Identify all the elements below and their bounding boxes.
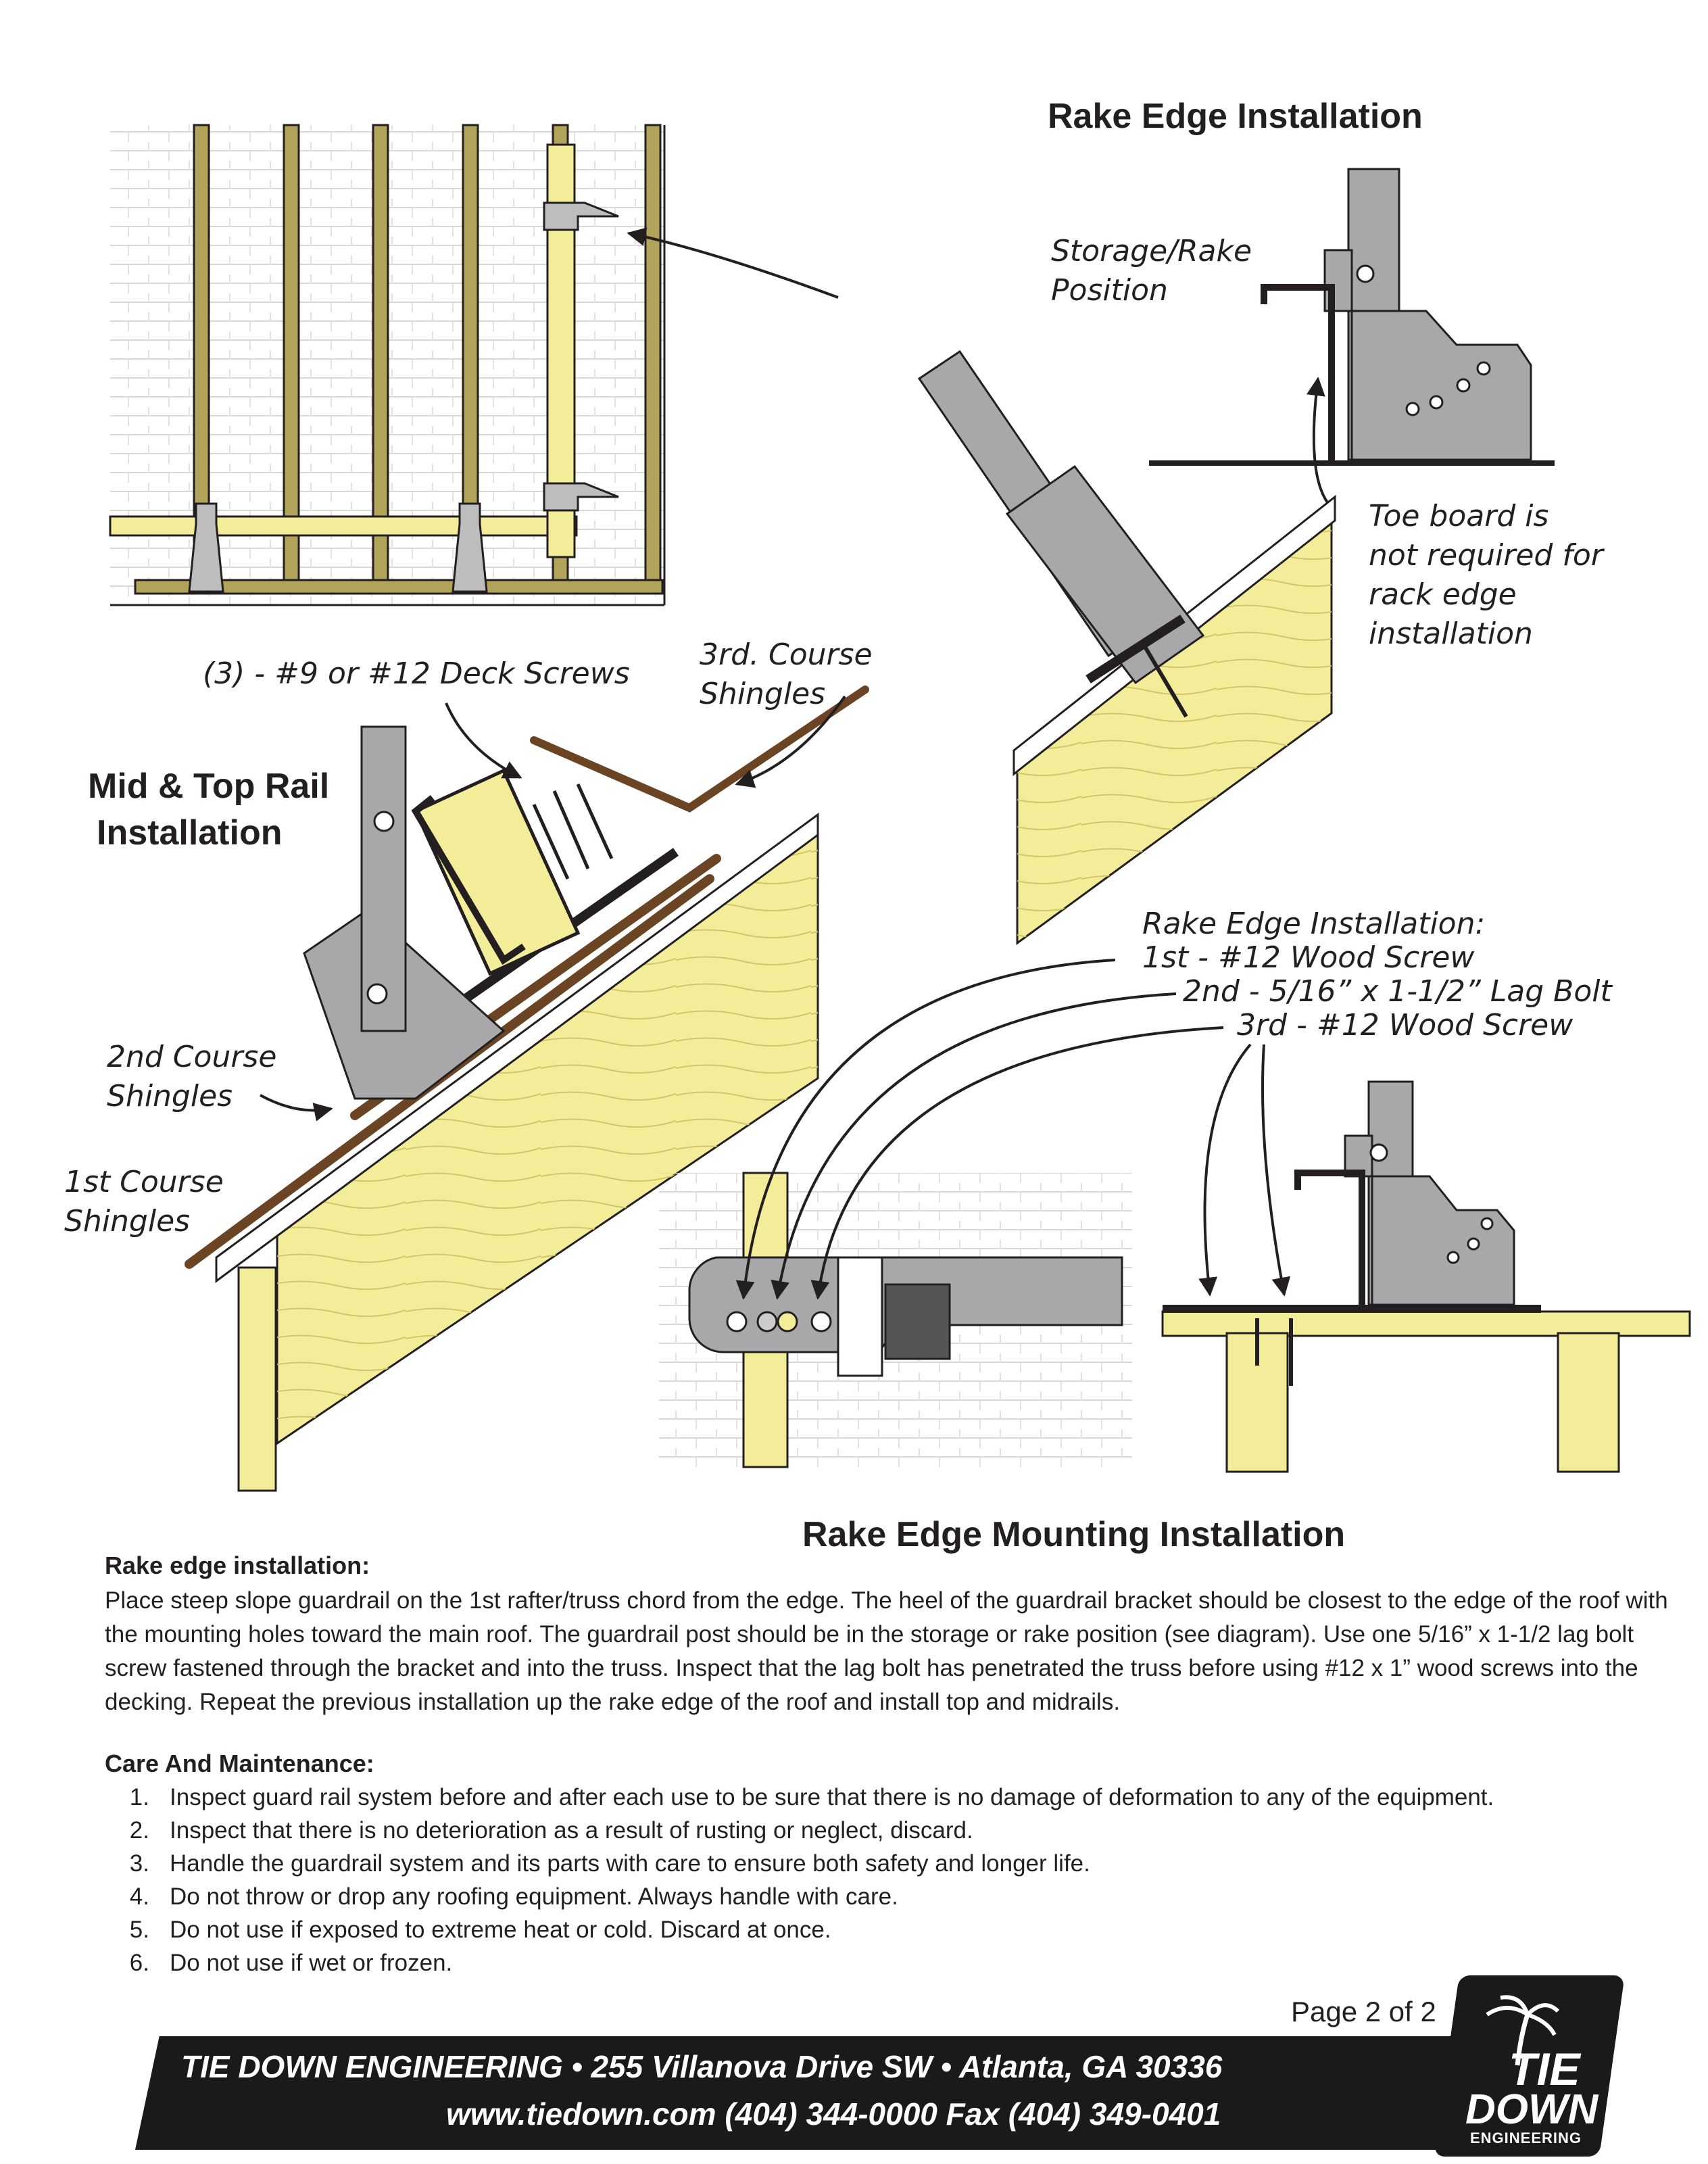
rake-edge-section-title: Rake edge installation:: [105, 1552, 370, 1579]
storage-rake-callout: Storage/Rake Position: [1051, 234, 1252, 308]
footer-contact: www.tiedown.com (404) 344-0000 Fax (404)…: [446, 2096, 1221, 2132]
illustration-layer: [109, 124, 1691, 1492]
palm-tree-icon: [1486, 1995, 1560, 2066]
logo-text-down: DOWN: [1465, 2086, 1599, 2133]
rake-edge-side-diagram: [1161, 1043, 1691, 1473]
rake-steps-title: Rake Edge Installation:: [1142, 907, 1486, 941]
care-list-item: 3.Handle the guardrail system and its pa…: [129, 1850, 1090, 1877]
rake-step-3: 3rd - #12 Wood Screw: [1237, 1008, 1573, 1042]
toe-board-callout: Toe board is not required for rack edge …: [1369, 499, 1603, 651]
rake-edge-heading: Rake Edge Installation: [1048, 97, 1423, 136]
logo-text-tie: TIE: [1509, 2044, 1580, 2095]
rake-edge-mounting-heading: Rake Edge Mounting Installation: [802, 1515, 1346, 1554]
care-section-title: Care And Maintenance:: [105, 1750, 374, 1777]
mid-top-rail-heading-line2: Installation: [97, 813, 283, 852]
third-course-callout: 3rd. Course Shingles: [700, 638, 873, 711]
care-section: Care And Maintenance: 1.Inspect guard ra…: [105, 1750, 1680, 1979]
second-course-callout: 2nd Course Shingles: [107, 1040, 277, 1113]
mid-top-rail-diagram: [185, 686, 869, 1492]
care-list-item: 5.Do not use if exposed to extreme heat …: [129, 1917, 831, 1943]
care-list-item: 6.Do not use if wet or frozen.: [129, 1950, 453, 1976]
rake-step-1: 1st - #12 Wood Screw: [1142, 940, 1475, 975]
care-list-item: 2.Inspect that there is no deterioration…: [129, 1817, 973, 1844]
care-list-item: 1.Inspect guard rail system before and a…: [129, 1784, 1494, 1810]
care-list: 1.Inspect guard rail system before and a…: [105, 1781, 1680, 1979]
deck-screws-callout: (3) - #9 or #12 Deck Screws: [203, 656, 630, 691]
care-list-item: 4.Do not throw or drop any roofing equip…: [129, 1883, 898, 1910]
rake-edge-storage-diagram: [917, 168, 1555, 945]
rake-edge-text-section: Rake edge installation: Place steep slop…: [105, 1552, 1680, 1719]
logo-text-engineering: ENGINEERING: [1470, 2130, 1582, 2146]
rake-edge-section-body: Place steep slope guardrail on the 1st r…: [105, 1587, 1668, 1715]
rake-edge-mounting-diagram: [659, 959, 1224, 1468]
footer-address: TIE DOWN ENGINEERING • 255 Villanova Dri…: [181, 2049, 1223, 2084]
mid-top-rail-heading-line1: Mid & Top Rail: [88, 767, 330, 806]
page-number: Page 2 of 2: [1291, 1996, 1436, 2027]
first-course-callout: 1st Course Shingles: [64, 1165, 224, 1239]
wall-framing-diagram: [109, 124, 839, 606]
rake-step-2: 2nd - 5/16” x 1-1/2” Lag Bolt: [1183, 974, 1612, 1009]
